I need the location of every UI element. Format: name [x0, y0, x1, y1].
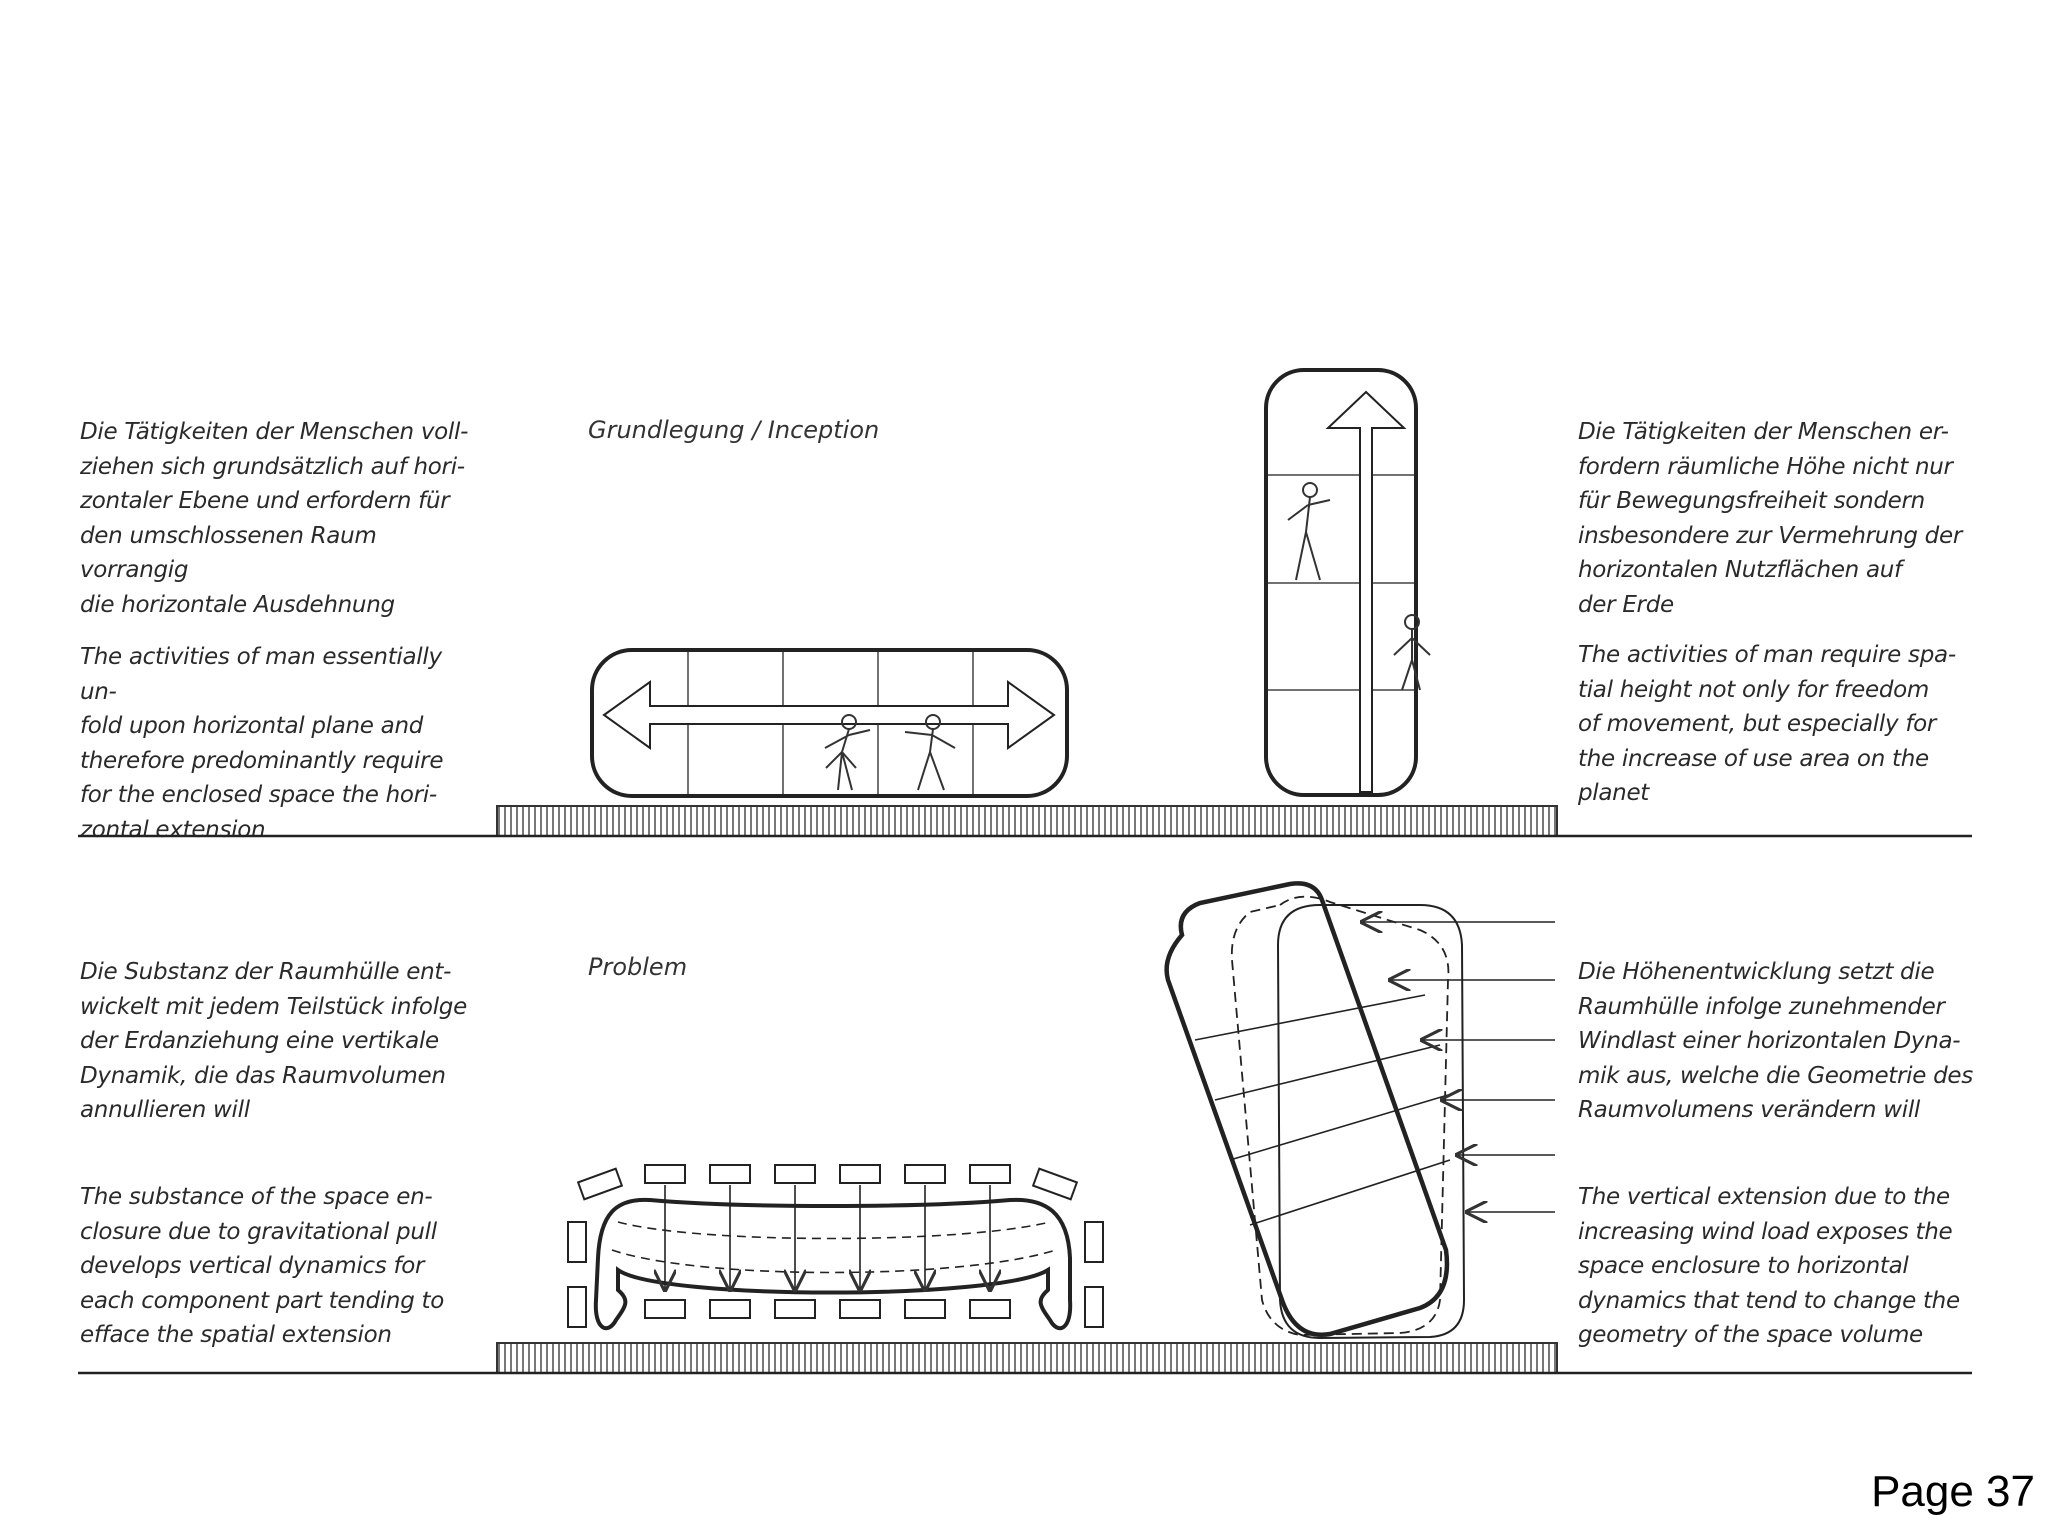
- bottom-right-german-text: Die Höhenentwicklung setzt die Raumhülle…: [1578, 959, 1973, 1123]
- fencer-figures: [824, 714, 956, 791]
- top-right-german-text: Die Tätigkeiten der Menschen er- fordern…: [1578, 419, 1962, 618]
- bottom-section-title: Problem: [588, 953, 688, 981]
- bottom-left-english-text: The substance of the space en- closure d…: [80, 1184, 444, 1348]
- horizontal-enclosure-diagram: [590, 648, 1069, 798]
- top-section-title: Grundlegung / Inception: [588, 416, 880, 444]
- wind-load-diagram: [1164, 881, 1555, 1340]
- top-right-english-text: The activities of man require spa- tial …: [1578, 642, 1956, 806]
- vertical-enclosure-diagram: [1264, 368, 1431, 797]
- top-left-german-text: Die Tätigkeiten der Menschen voll- ziehe…: [80, 419, 469, 618]
- top-left-english-text: The activities of man essentially un- fo…: [80, 644, 444, 843]
- climber-figures: [1287, 482, 1431, 691]
- ground-strip-bottom: [496, 1342, 1558, 1374]
- bottom-left-german-text: Die Substanz der Raumhülle ent- wickelt …: [80, 959, 467, 1123]
- bottom-right-english-text: The vertical extension due to the increa…: [1578, 1184, 1960, 1348]
- gravitational-collapse-diagram: [567, 1164, 1104, 1331]
- ground-strip-top: [496, 805, 1558, 837]
- page-number: Page 37: [1871, 1467, 2035, 1516]
